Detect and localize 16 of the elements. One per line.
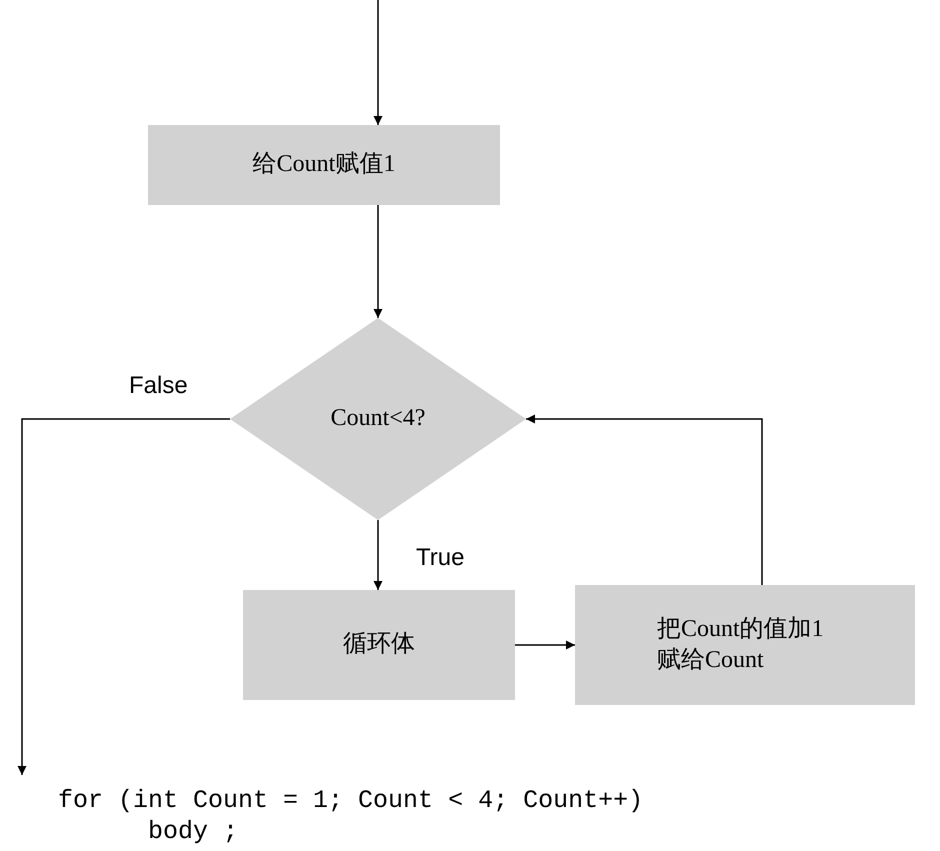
code-line: body ; — [147, 816, 240, 847]
code-line: for (int Count = 1; Count < 4; Count++) — [58, 785, 644, 816]
arrow — [374, 520, 382, 590]
arrow — [18, 418, 230, 775]
node-text: 循环体 — [343, 630, 415, 660]
process-box — [243, 590, 515, 700]
arrow — [515, 640, 575, 650]
arrow — [374, 0, 382, 125]
arrow — [374, 205, 382, 318]
process-box — [575, 585, 915, 705]
node-text: 把Count的值加1赋给Count — [657, 614, 825, 675]
process-box — [148, 125, 500, 205]
node-text: 给Count赋值1 — [252, 150, 396, 180]
arrow — [526, 414, 763, 585]
node-text: Count<4? — [330, 404, 426, 434]
decision-diamond — [230, 318, 526, 520]
